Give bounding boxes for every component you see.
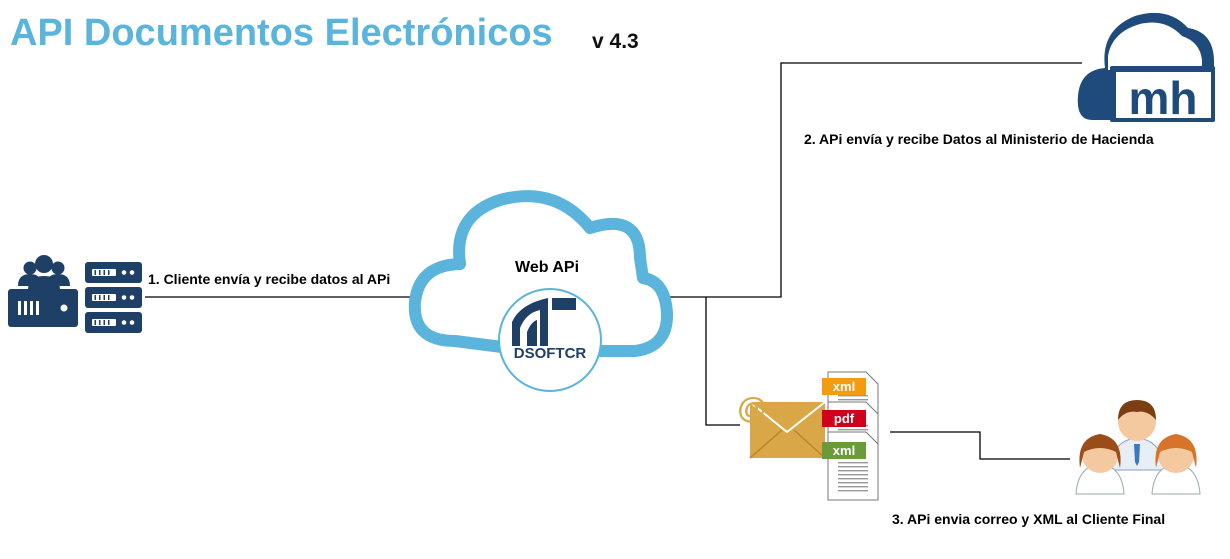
connector-lines: [145, 62, 1082, 460]
xml-tag-2: [822, 442, 866, 459]
page-title: API Documentos Electrónicos: [10, 12, 553, 54]
envelope-icon: [749, 401, 826, 459]
clients-group-icon: [1075, 400, 1201, 495]
step-2-label: 2. APi envía y recibe Datos al Ministeri…: [804, 131, 1154, 147]
version-label: v 4.3: [592, 30, 639, 53]
users-icon: [8, 255, 78, 327]
hacienda-logo-text: mh: [1129, 72, 1198, 124]
attachment-label: xml: [833, 443, 855, 458]
line-email-to-clients: [890, 431, 1070, 460]
attachment-label: xml: [833, 379, 855, 394]
dsoftcr-logo-text: DSOFTCR: [514, 345, 587, 362]
at-sign-icon: @: [737, 392, 766, 425]
step-3-label: 3. APi envia correo y XML al Cliente Fin…: [892, 511, 1166, 527]
attachment-label: pdf: [834, 411, 855, 426]
line-api-to-hacienda: [668, 62, 1082, 298]
pdf-tag: [822, 410, 866, 427]
xml-tag-1: [822, 378, 866, 395]
web-api-cloud-icon: [408, 190, 673, 357]
hacienda-cloud-icon: [1077, 12, 1215, 122]
document-stack-icon: [822, 371, 879, 501]
web-api-label: Web APi: [515, 259, 580, 276]
step-1-label: 1. Cliente envía y recibe datos al APi: [148, 271, 391, 287]
dsoftcr-logo: [498, 288, 602, 392]
line-api-to-email: [705, 297, 740, 426]
server-rack-icon: [85, 262, 142, 333]
